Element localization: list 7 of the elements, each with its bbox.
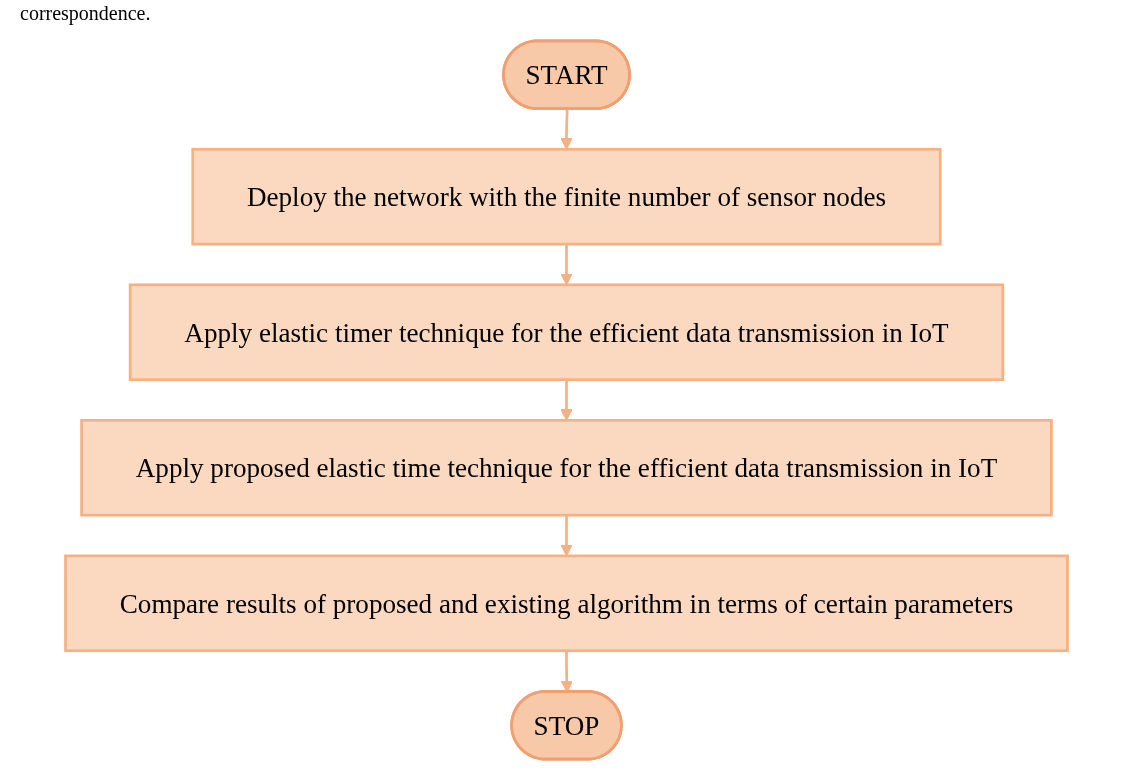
- node-box: Deploy the network with the finite number of sensor nodes: [191, 147, 942, 246]
- node-box: Apply elastic timer technique for the efficient data transmission in IoT: [128, 283, 1005, 382]
- arrow: [560, 379, 573, 421]
- node-box: Compare results of proposed and existing algorithm in terms of certain parameters: [64, 554, 1069, 653]
- page-text: correspondence.: [20, 2, 151, 24]
- node-box: Apply proposed elastic time technique for the efficient data transmission in IoT: [80, 418, 1053, 517]
- arrow: [560, 109, 573, 150]
